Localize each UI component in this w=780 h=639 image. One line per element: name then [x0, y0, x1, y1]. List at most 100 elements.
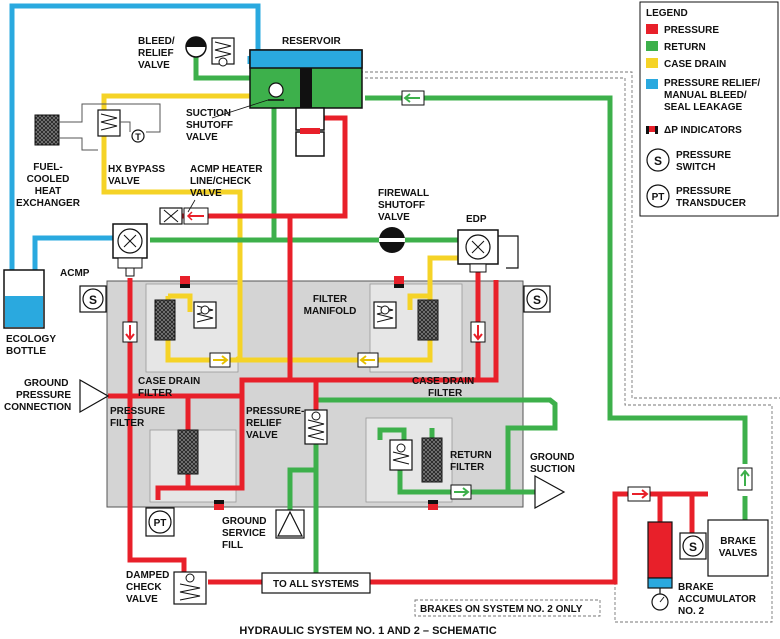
- diagram-title: HYDRAULIC SYSTEM NO. 1 AND 2 – SCHEMATIC: [239, 625, 496, 637]
- pressure-relief-label-2: RELIEF: [246, 418, 282, 429]
- legend-case-drain: CASE DRAIN: [664, 59, 726, 70]
- return-filter-label-1: RETURN: [450, 450, 492, 461]
- brake-valves-label-1: BRAKE: [720, 536, 756, 547]
- suction-shutoff-valve: [211, 82, 284, 119]
- t-symbol: T: [135, 132, 141, 142]
- ground-pressure-label-2: PRESSURE: [16, 390, 71, 401]
- legend-pressure: PRESSURE: [664, 25, 719, 36]
- bleed-relief-valve: [185, 36, 235, 67]
- firewall-label-2: SHUTOFF: [378, 200, 425, 211]
- edp-label: EDP: [466, 214, 487, 225]
- cdf-right-label-1: CASE DRAIN: [412, 376, 474, 387]
- firewall-shutoff-valve: [379, 227, 405, 253]
- fuel-label-1: FUEL-: [33, 162, 62, 173]
- brake-pressure-switch: S: [679, 532, 707, 560]
- edp-pump: [457, 229, 519, 273]
- pressure-lines: [108, 104, 708, 585]
- fuel-label-3: HEAT: [35, 186, 61, 197]
- ecology-bottle: [3, 269, 45, 329]
- pressure-filter: [177, 429, 224, 510]
- legend-dp: ΔP INDICATORS: [664, 125, 742, 136]
- legend-relief-3: SEAL LEAKAGE: [664, 102, 742, 113]
- ps-right-symbol: S: [533, 293, 541, 307]
- damped-label-2: CHECK: [126, 582, 162, 593]
- brake-valves-box: [707, 519, 769, 577]
- case-drain-filter-left: [154, 276, 217, 341]
- legend-pt-1: PRESSURE: [676, 186, 731, 197]
- acmp-heater-check-valve: [159, 199, 209, 225]
- pressure-relief-label-3: VALVE: [246, 430, 278, 441]
- brake-accumulator: [647, 521, 673, 611]
- filter-manifold-label-1: FILTER: [313, 294, 348, 305]
- pressure-relief-valve: [304, 409, 328, 445]
- ecology-label-2: BOTTLE: [6, 346, 46, 357]
- case-drain-filter-right: [373, 276, 439, 341]
- fuel-label-4: EXCHANGER: [16, 198, 81, 209]
- fuel-label-2: COOLED: [27, 174, 70, 185]
- ground-service-label-1: GROUND: [222, 516, 266, 527]
- acmp-heater-label-1: ACMP HEATER: [190, 164, 263, 175]
- flow-arrows: [122, 90, 753, 502]
- legend-relief-1: PRESSURE RELIEF/: [664, 78, 760, 89]
- bleed-label-1: BLEED/: [138, 36, 175, 47]
- damped-label-1: DAMPED: [126, 570, 169, 581]
- legend-ps-2: SWITCH: [676, 162, 715, 173]
- firewall-label-1: FIREWALL: [378, 188, 429, 199]
- labels: BLEED/ RELIEF VALVE RESERVOIR SUCTION SH…: [4, 36, 758, 637]
- brake-acc-label-2: ACCUMULATOR: [678, 594, 757, 605]
- legend-heading: LEGEND: [646, 8, 688, 19]
- brakes-note: BRAKES ON SYSTEM NO. 2 ONLY: [420, 604, 583, 615]
- cdf-right-label-2: FILTER: [428, 388, 463, 399]
- damped-check-valve: [173, 571, 207, 605]
- ground-pressure-connection: [79, 378, 110, 414]
- return-filter: [389, 437, 443, 510]
- reservoir: [249, 49, 363, 157]
- pressure-switch-left: S: [79, 285, 107, 313]
- brake-ps-symbol: S: [689, 540, 697, 554]
- pressure-filter-label-2: FILTER: [110, 418, 145, 429]
- legend-pt-symbol: PT: [652, 192, 665, 203]
- ground-service-label-2: SERVICE: [222, 528, 266, 539]
- legend-relief-2: MANUAL BLEED/: [664, 90, 747, 101]
- suction-label-3: VALVE: [186, 132, 218, 143]
- ps-left-symbol: S: [89, 293, 97, 307]
- pressure-switch-right: S: [523, 285, 551, 313]
- fuel-cooled-heat-exchanger: [34, 103, 161, 151]
- ground-pressure-label-3: CONNECTION: [4, 402, 71, 413]
- pressure-filter-label-1: PRESSURE: [110, 406, 165, 417]
- brake-acc-label-1: BRAKE: [678, 582, 714, 593]
- dashed-boundary: [360, 71, 780, 623]
- acmp-pump: [112, 223, 148, 277]
- legend-ps-1: PRESSURE: [676, 150, 731, 161]
- reservoir-label: RESERVOIR: [282, 36, 341, 47]
- to-all-systems-label: TO ALL SYSTEMS: [273, 579, 359, 590]
- acmp-heater-label-2: LINE/CHECK: [190, 176, 252, 187]
- suction-label-1: SUCTION: [186, 108, 231, 119]
- ground-service-label-3: FILL: [222, 540, 243, 551]
- ground-pressure-label-1: GROUND: [24, 378, 68, 389]
- ground-suction-label-1: GROUND: [530, 452, 574, 463]
- brake-valves-label-2: VALVES: [719, 548, 758, 559]
- acmp-heater-label-3: VALVE: [190, 188, 222, 199]
- acmp-label: ACMP: [60, 268, 90, 279]
- ground-suction: [534, 474, 566, 510]
- hx-label-2: VALVE: [108, 176, 140, 187]
- ground-suction-label-2: SUCTION: [530, 464, 575, 475]
- suction-label-2: SHUTOFF: [186, 120, 233, 131]
- legend-return: RETURN: [664, 42, 706, 53]
- return-filter-label-2: FILTER: [450, 462, 485, 473]
- legend-s-symbol: S: [654, 154, 662, 168]
- ground-service-fill: [275, 509, 305, 539]
- damped-label-3: VALVE: [126, 594, 158, 605]
- cdf-left-label-2: FILTER: [138, 388, 173, 399]
- ecology-label-1: ECOLOGY: [6, 334, 56, 345]
- to-all-systems-box: [261, 572, 371, 594]
- cdf-left-label-1: CASE DRAIN: [138, 376, 200, 387]
- pt-symbol: PT: [154, 518, 167, 529]
- pressure-relief-label-1: PRESSURE-: [246, 406, 304, 417]
- bleed-label-2: RELIEF: [138, 48, 174, 59]
- legend: S PT LEGEND PRESSURE RETURN CASE DRAIN P…: [639, 1, 779, 217]
- legend-pt-2: TRANSDUCER: [676, 198, 747, 209]
